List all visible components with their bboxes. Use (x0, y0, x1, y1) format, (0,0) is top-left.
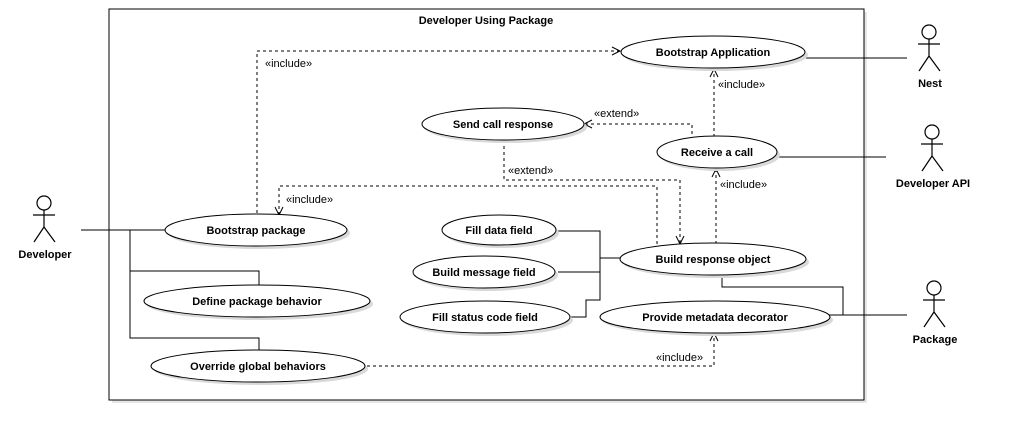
actor-developer-api[interactable]: Developer API (896, 124, 970, 190)
svg-text:Receive a call: Receive a call (681, 147, 753, 159)
use-case-fill-status-code-field[interactable]: Fill status code field (399, 300, 573, 336)
stick-figure-icon (921, 124, 944, 172)
use-case-override-global-behaviors[interactable]: Override global behaviors (150, 349, 368, 385)
use-case-receive-a-call[interactable]: Receive a call (656, 135, 780, 171)
svg-text:Override global behaviors: Override global behaviors (190, 361, 326, 373)
svg-text:Provide metadata decorator: Provide metadata decorator (642, 312, 788, 324)
association-lines (81, 57, 907, 352)
svg-text:Fill status code field: Fill status code field (432, 312, 538, 324)
svg-text:Fill data field: Fill data field (465, 225, 532, 237)
use-case-send-call-response[interactable]: Send call response (421, 107, 587, 143)
use-case-bootstrap-package[interactable]: Bootstrap package (164, 213, 350, 249)
actor-package[interactable]: Package (913, 280, 958, 346)
include-label-receive-from-build: «include» (720, 179, 767, 191)
actor-developer[interactable]: Developer (18, 195, 72, 261)
extend-label-send-response: «extend» (594, 108, 639, 120)
dependency-relations: «include» «include» «extend» «extend» «i… (256, 46, 767, 367)
stick-figure-icon (33, 195, 56, 243)
stick-figure-icon (918, 24, 941, 72)
svg-text:Bootstrap package: Bootstrap package (206, 225, 305, 237)
use-case-bootstrap-application[interactable]: Bootstrap Application (620, 35, 808, 71)
actor-label-developer: Developer (18, 249, 72, 261)
use-case-build-response-object[interactable]: Build response object (619, 242, 809, 278)
svg-text:Define package behavior: Define package behavior (192, 296, 322, 308)
svg-text:Send call response: Send call response (453, 119, 553, 131)
svg-text:Build response object: Build response object (656, 254, 771, 266)
actor-label-package: Package (913, 334, 958, 346)
system-title: Developer Using Package (419, 15, 554, 27)
use-case-build-message-field[interactable]: Build message field (412, 255, 558, 291)
include-label-bootstrap-package: «include» (286, 194, 333, 206)
actor-nest[interactable]: Nest (918, 24, 942, 90)
svg-text:Build message field: Build message field (432, 267, 535, 279)
use-case-fill-data-field[interactable]: Fill data field (441, 214, 559, 248)
include-label-receive-call: «include» (718, 79, 765, 91)
use-case-define-package-behavior[interactable]: Define package behavior (143, 284, 373, 320)
include-label-metadata: «include» (656, 352, 703, 364)
actor-label-developer-api: Developer API (896, 178, 970, 190)
svg-text:Bootstrap Application: Bootstrap Application (656, 47, 771, 59)
include-label-bootstrap-app: «include» (265, 58, 312, 70)
actor-label-nest: Nest (918, 78, 942, 90)
use-case-provide-metadata-decorator[interactable]: Provide metadata decorator (599, 300, 833, 336)
extend-label-build-response: «extend» (508, 165, 553, 177)
stick-figure-icon (923, 280, 946, 328)
